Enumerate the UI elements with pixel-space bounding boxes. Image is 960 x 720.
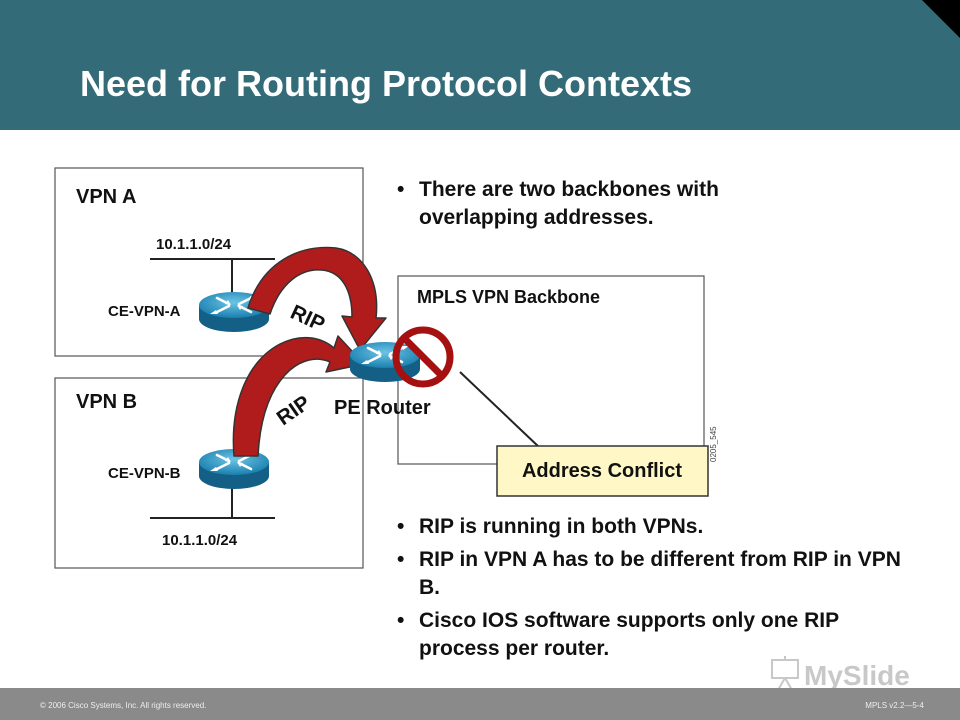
ce-vpn-a-label: CE-VPN-A (108, 303, 181, 320)
watermark-text: MySlide (804, 660, 910, 691)
bullet-item: There are two backbones with overlapping… (395, 176, 825, 232)
mpls-backbone-label: MPLS VPN Backbone (417, 287, 600, 307)
footer-bar: © 2006 Cisco Systems, Inc. All rights re… (0, 688, 960, 720)
vpn-a-label: VPN A (76, 186, 136, 208)
bullet-item: Cisco IOS software supports only one RIP… (395, 607, 915, 663)
bullet-item: RIP is running in both VPNs. (395, 513, 915, 541)
title-bar: Need for Routing Protocol Contexts (0, 0, 960, 130)
pe-router-label: PE Router (334, 397, 431, 419)
ce-vpn-b-label: CE-VPN-B (108, 465, 181, 482)
bullets-top: There are two backbones with overlapping… (395, 176, 825, 237)
vpn-b-label: VPN B (76, 391, 137, 413)
prohibited-icon (392, 326, 454, 388)
bullet-item: RIP in VPN A has to be different from RI… (395, 546, 915, 602)
presentation-board-icon (771, 656, 799, 691)
figure-id: 0205_545 (709, 426, 718, 462)
course-code: MPLS v2.2—5-4 (865, 701, 924, 710)
rip-arrow-vpn-a (247, 246, 387, 351)
address-conflict-label: Address Conflict (522, 460, 682, 482)
vpn-b-subnet: 10.1.1.0/24 (162, 532, 238, 549)
corner-decoration (922, 0, 960, 38)
copyright-text: © 2006 Cisco Systems, Inc. All rights re… (40, 701, 207, 710)
bullets-bottom: RIP is running in both VPNs. RIP in VPN … (395, 513, 915, 668)
myslide-watermark: MySlide (771, 656, 910, 691)
slide-title: Need for Routing Protocol Contexts (80, 63, 692, 104)
rip-arrow-vpn-b (232, 335, 365, 457)
vpn-a-subnet: 10.1.1.0/24 (156, 236, 232, 253)
conflict-pointer (459, 371, 541, 449)
address-conflict-box (496, 445, 709, 497)
